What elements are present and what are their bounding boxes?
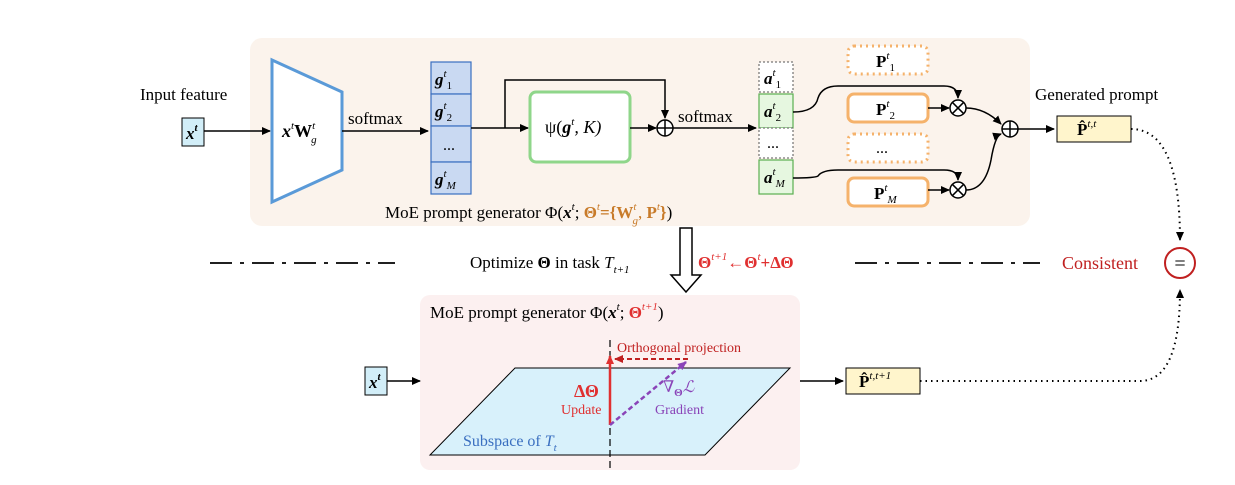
prompt-top-box — [1056, 115, 1132, 143]
gradient-label: Gradient — [655, 403, 704, 418]
dotted-top-prompt-to-equals — [1130, 128, 1184, 241]
equals-circle — [1164, 247, 1196, 279]
skip-connection — [504, 79, 669, 128]
update-formula: Θt+1←Θt+ΔΘ — [698, 251, 794, 272]
a-dots-label: ... — [767, 135, 779, 152]
aM-label: atM — [764, 166, 786, 190]
softmax-label-2: softmax — [678, 107, 733, 126]
P1-label: Pt1 — [876, 50, 895, 74]
gradient-symbol: ∇Θℒ — [663, 379, 695, 399]
dotted-bottom-prompt-to-equals — [920, 289, 1184, 382]
update-label: Update — [561, 403, 601, 418]
arrow-mulM-to-sum2 — [965, 132, 1002, 191]
moe-bottom-caption: MoE prompt generator Φ(xt; Θt+1) — [430, 301, 664, 322]
optimize-down-arrow — [669, 227, 703, 294]
sum-node-2 — [1001, 120, 1019, 138]
arrow-a2-to-mul1 — [792, 85, 962, 113]
orthogonal-projection-label: Orthogonal projection — [617, 341, 741, 356]
a1-label: at1 — [764, 67, 781, 91]
gM-label: gtM — [434, 168, 457, 192]
PM-box — [846, 176, 930, 208]
P2-label: Pt2 — [876, 98, 895, 122]
sum-node-1 — [656, 119, 674, 137]
P-dots-box — [846, 132, 930, 164]
P1-box — [846, 44, 930, 76]
optimize-label: Optimize Θ in task Tt+1 — [470, 253, 630, 276]
input-x-text: xt — [185, 122, 199, 143]
prompt-top-label: P̂t,t — [1077, 118, 1097, 139]
bottom-x-text: xt — [368, 371, 382, 392]
arrow-mul1-to-sum2 — [965, 107, 1002, 125]
subspace-label: Subspace of Tt — [463, 433, 558, 454]
P-dots-label: ... — [876, 140, 888, 157]
psi-label: ψ(gt, K) — [545, 116, 601, 138]
consistent-label: Consistent — [1062, 253, 1138, 273]
prompt-bottom-box — [845, 367, 921, 395]
multiply-node-1 — [949, 99, 967, 117]
g2-label: gt2 — [434, 100, 452, 124]
input-feature-label: Input feature — [140, 85, 227, 104]
g-vector — [430, 61, 472, 195]
generated-prompt-label: Generated prompt — [1035, 85, 1158, 104]
g-dots-label: ... — [443, 137, 455, 154]
arrow-aM-to-mulM — [792, 169, 962, 181]
input-x-box — [181, 117, 205, 147]
multiply-node-M — [949, 181, 967, 199]
prompt-bottom-label: P̂t,t+1 — [859, 370, 891, 391]
psi-box — [528, 90, 632, 164]
a-vector — [758, 61, 794, 195]
g1-label: gt1 — [434, 68, 452, 92]
delta-theta-label: ΔΘ — [574, 381, 599, 401]
softmax-label-1: softmax — [348, 109, 403, 128]
gradient-arrow — [609, 361, 687, 426]
PM-label: PtM — [874, 182, 897, 206]
gate-trapezoid — [270, 57, 344, 205]
equals-symbol: = — [1174, 253, 1185, 275]
a2-label: at2 — [764, 100, 781, 124]
